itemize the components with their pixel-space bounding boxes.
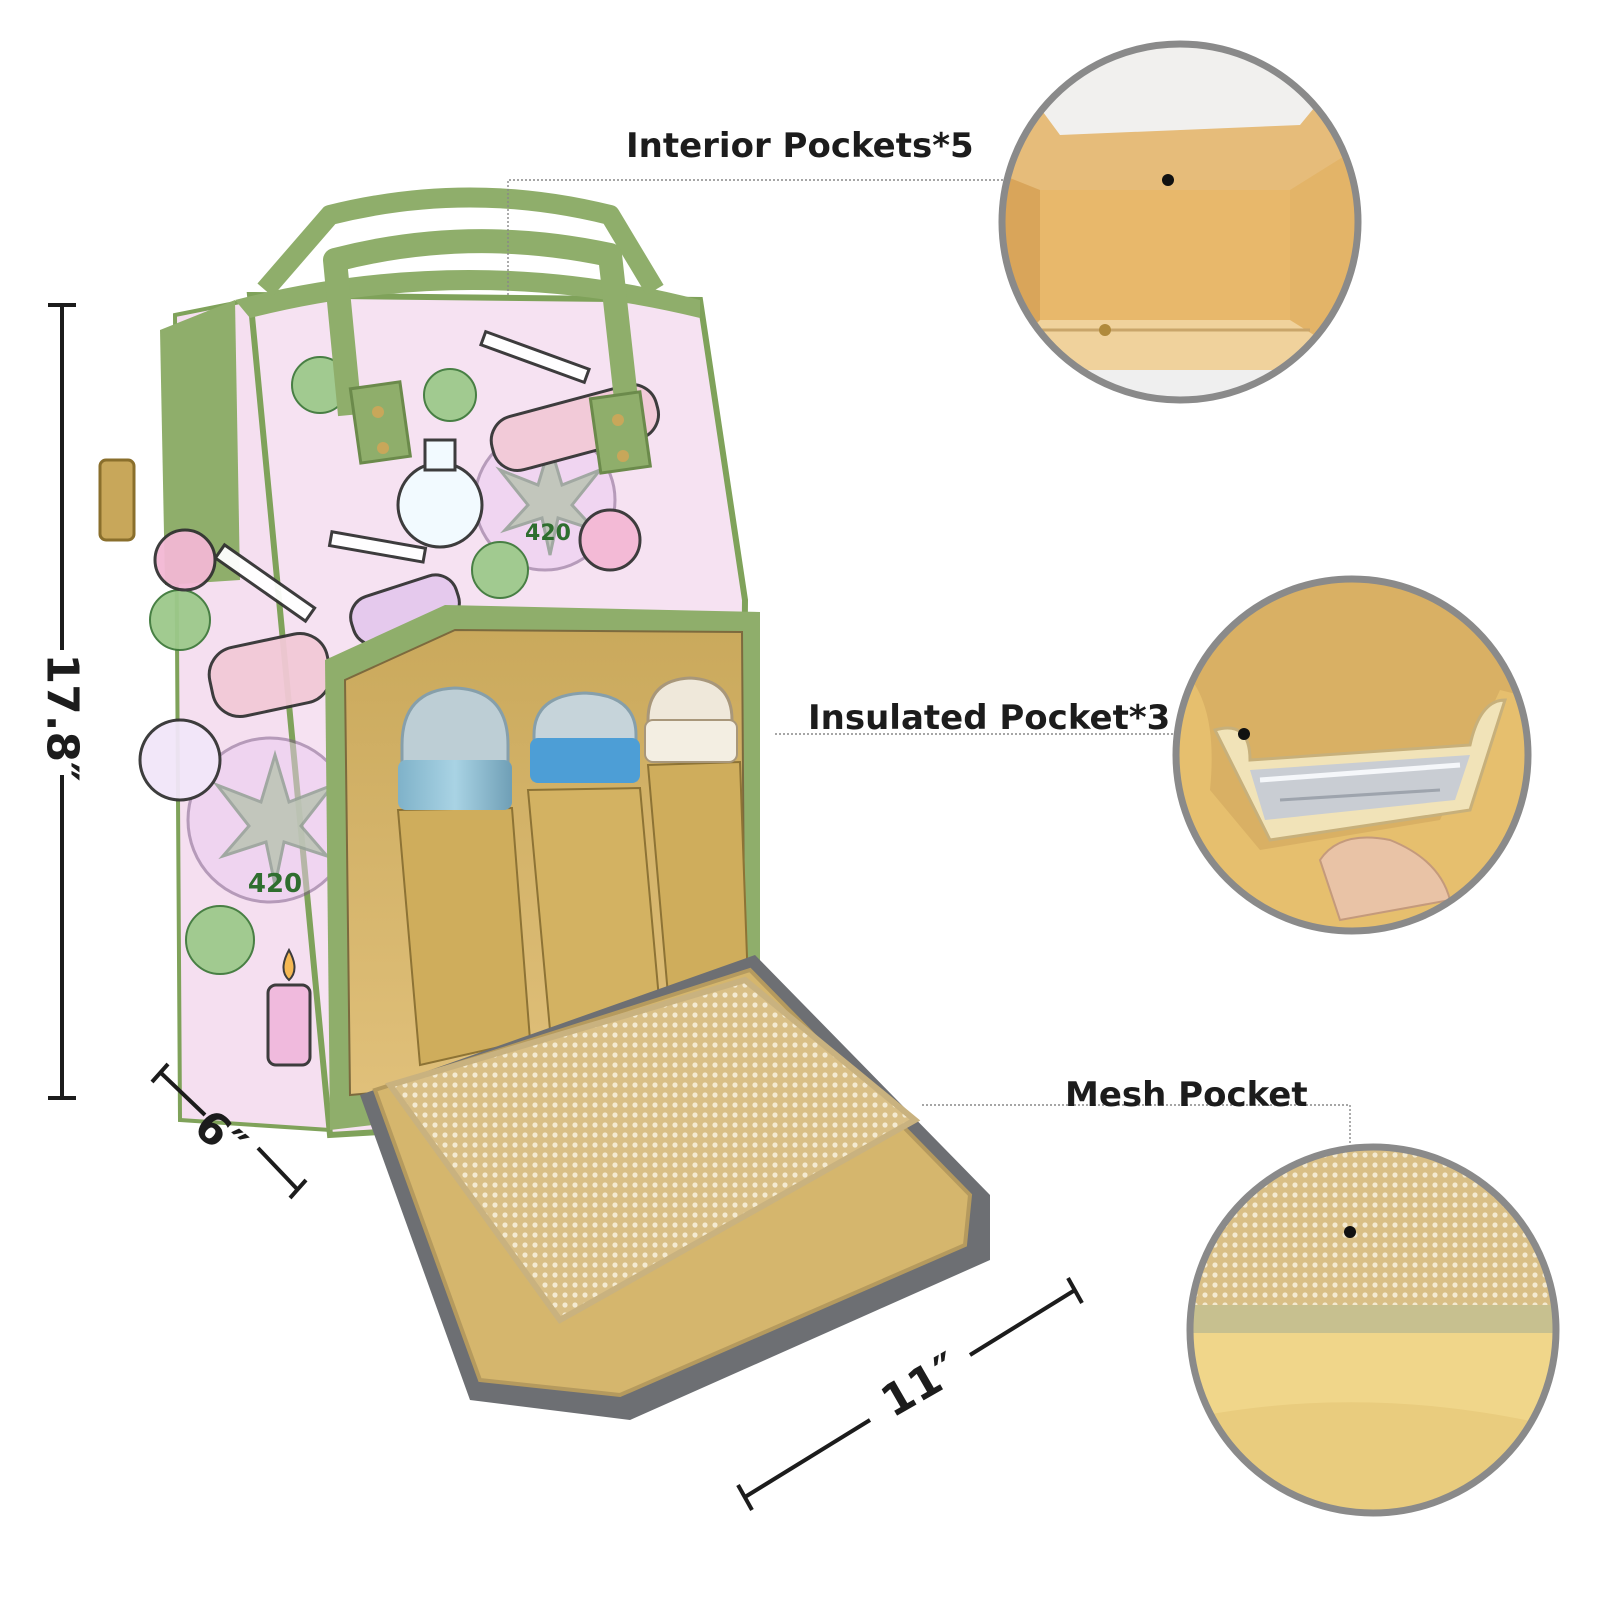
- handle-tab-right: [588, 390, 653, 475]
- bag-top-trim: [235, 270, 700, 318]
- depth-line-right: [256, 1146, 300, 1192]
- diaper-bag: 420 420: [98, 187, 990, 1420]
- interior-pockets-label: Interior Pockets*5: [626, 126, 974, 166]
- baby-bottle-2: [530, 691, 640, 783]
- interior-pockets-circle: [998, 40, 1362, 404]
- mesh-pocket-flap: [385, 976, 921, 1324]
- print-420-text-2: 420: [248, 869, 302, 899]
- interior-pockets-marker: [1162, 174, 1174, 186]
- zipper-pull-icon: [98, 458, 136, 542]
- mesh-pocket-label: Mesh Pocket: [1065, 1075, 1308, 1115]
- handle-tab-left: [348, 380, 413, 465]
- side-zipper-trim: [160, 300, 240, 585]
- width-line-right: [968, 1288, 1077, 1357]
- baby-bottle-3: [644, 676, 738, 763]
- insulated-pocket-photo: [1176, 579, 1528, 931]
- front-handle: [323, 229, 642, 437]
- insulated-pocket-circle: [1172, 575, 1532, 935]
- dimension-lines: [48, 303, 1084, 1511]
- baby-bottle-1: [398, 686, 512, 810]
- print-pattern: [138, 329, 660, 1067]
- insulated-pocket-label: Insulated Pocket*3: [808, 698, 1171, 738]
- height-dimension-label: 17.8″: [36, 653, 88, 782]
- mesh-pocket-marker: [1344, 1226, 1356, 1238]
- width-line-left: [743, 1418, 872, 1499]
- print-420-text-1: 420: [525, 521, 571, 546]
- mesh-pocket-photo: [1190, 1147, 1556, 1513]
- depth-line-left: [158, 1070, 207, 1117]
- back-handle: [257, 187, 664, 297]
- mesh-pocket-circle: [1186, 1143, 1560, 1517]
- interior-pockets-photo: [1002, 44, 1358, 400]
- insulated-pocket-marker: [1238, 728, 1250, 740]
